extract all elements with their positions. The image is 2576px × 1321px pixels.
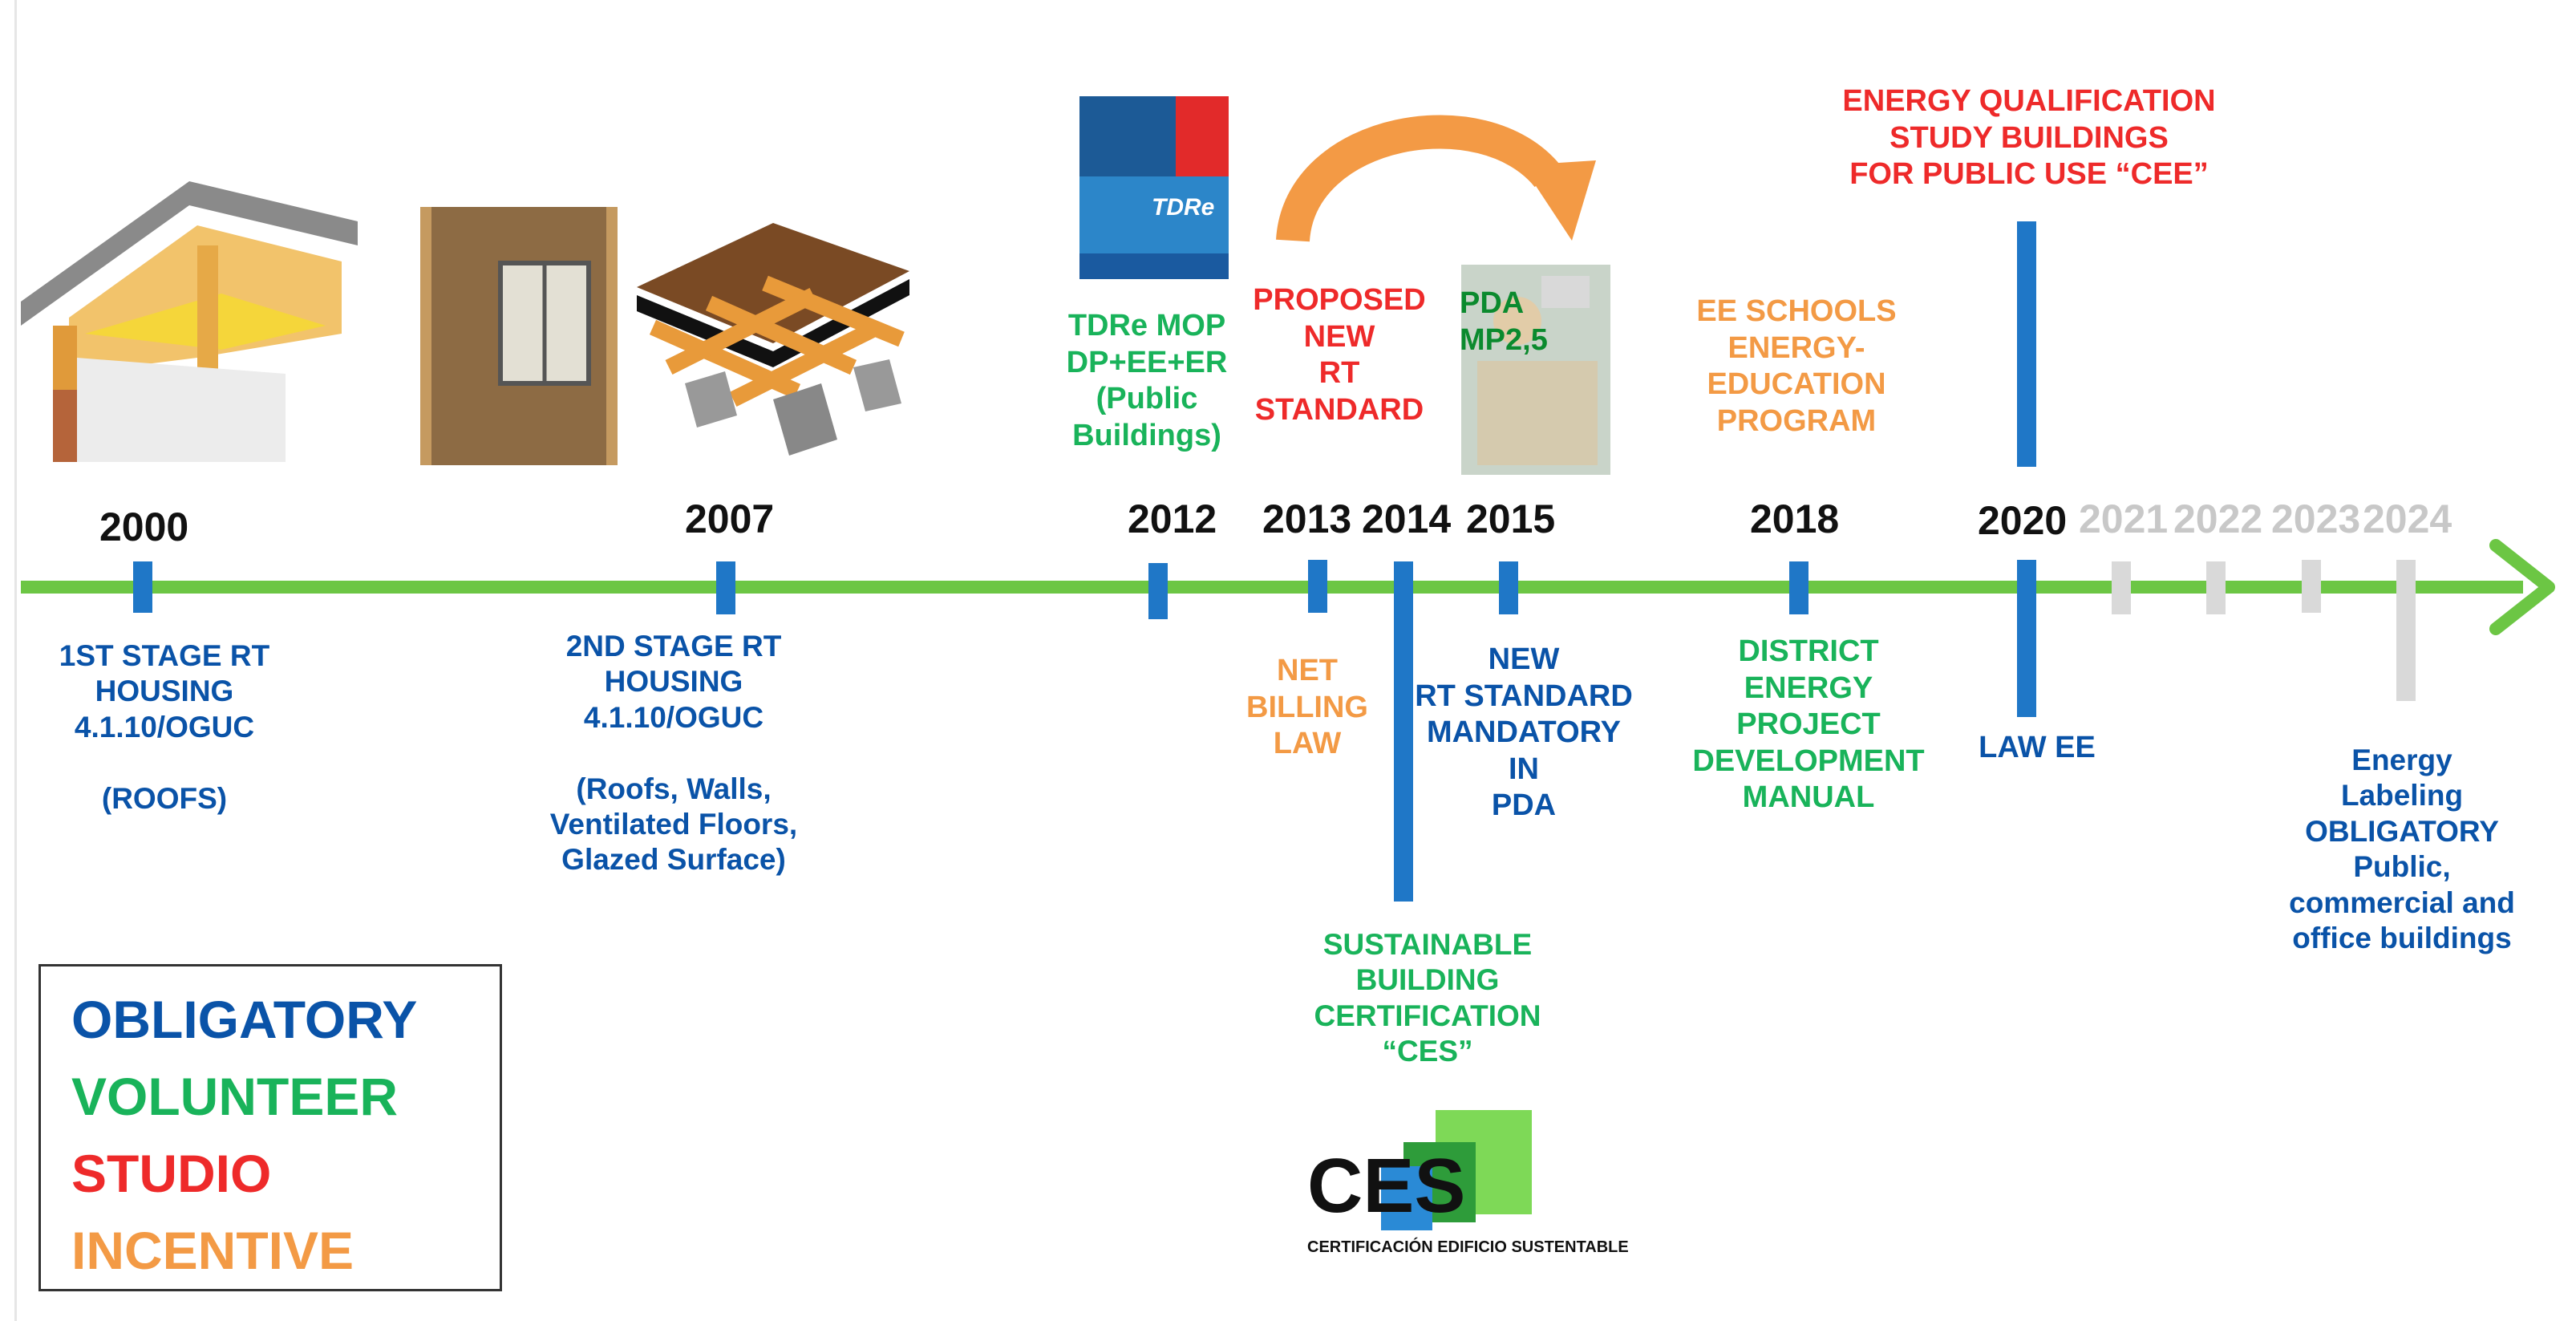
year-2012: 2012 bbox=[1128, 496, 1217, 541]
marker-2024 bbox=[2396, 560, 2416, 701]
roof-structure-image bbox=[21, 181, 358, 462]
event-2nd-stage-rt: 2ND STAGE RT HOUSING 4.1.10/OGUC (Roofs,… bbox=[549, 630, 798, 877]
year-2021: 2021 bbox=[2079, 496, 2169, 541]
year-2014: 2014 bbox=[1362, 496, 1452, 541]
year-2024: 2024 bbox=[2363, 496, 2452, 541]
marker-2012 bbox=[1148, 563, 1168, 619]
orange-arrowhead bbox=[1522, 160, 1596, 241]
event-energy-qualification: ENERGY QUALIFICATION STUDY BUILDINGS FOR… bbox=[1842, 84, 2216, 192]
marker-2020-down bbox=[2017, 560, 2036, 717]
marker-2013 bbox=[1308, 560, 1327, 613]
event-pda: PDA MP2,5 bbox=[1460, 286, 1548, 357]
year-2000: 2000 bbox=[99, 504, 189, 549]
marker-2000 bbox=[133, 561, 152, 613]
event-ee-schools: EE SCHOOLS ENERGY- EDUCATION PROGRAM bbox=[1696, 294, 1897, 438]
left-edge-line bbox=[14, 0, 17, 1321]
pda-document-image bbox=[1461, 265, 1610, 475]
ces-logo: CES CERTIFICACIÓN EDIFICIO SUSTENTABLE bbox=[1307, 1110, 1629, 1267]
legend-incentive: INCENTIVE bbox=[71, 1221, 354, 1280]
year-2007: 2007 bbox=[685, 496, 775, 541]
legend-volunteer: VOLUNTEER bbox=[71, 1067, 399, 1126]
year-2015: 2015 bbox=[1466, 496, 1556, 541]
marker-2022 bbox=[2206, 561, 2226, 614]
marker-2014 bbox=[1394, 561, 1413, 902]
marker-2007 bbox=[716, 561, 735, 614]
year-2013: 2013 bbox=[1262, 496, 1352, 541]
ces-logo-caption: CERTIFICACIÓN EDIFICIO SUSTENTABLE bbox=[1307, 1238, 1629, 1256]
year-2018: 2018 bbox=[1750, 496, 1840, 541]
legend-box: OBLIGATORY VOLUNTEER STUDIO INCENTIVE bbox=[38, 964, 502, 1291]
event-new-rt: NEW RT STANDARD MANDATORY IN PDA bbox=[1415, 642, 1633, 823]
year-2023: 2023 bbox=[2271, 496, 2361, 541]
year-2020: 2020 bbox=[1978, 498, 2068, 543]
timeline-axis bbox=[21, 581, 2523, 594]
event-tdre-mop: TDRe MOP DP+EE+ER (Public Buildings) bbox=[1066, 309, 1228, 452]
marker-2023 bbox=[2302, 560, 2321, 613]
event-net-billing: NET BILLING LAW bbox=[1246, 654, 1368, 761]
event-1st-stage-rt: 1ST STAGE RT HOUSING 4.1.10/OGUC (ROOFS) bbox=[59, 639, 270, 815]
marker-2020-up bbox=[2017, 221, 2036, 467]
marker-2018 bbox=[1789, 561, 1808, 614]
timeline-arrowhead bbox=[2489, 539, 2555, 635]
event-ces: SUSTAINABLE BUILDING CERTIFICATION “CES” bbox=[1314, 928, 1541, 1068]
event-energy-labeling: Energy Labeling OBLIGATORY Public, comme… bbox=[2289, 744, 2515, 954]
marker-2015 bbox=[1499, 561, 1518, 614]
year-2022: 2022 bbox=[2173, 496, 2263, 541]
tdre-booklet-image: TDRe bbox=[1079, 96, 1229, 279]
ventilated-floor-image bbox=[637, 223, 909, 456]
marker-2021 bbox=[2112, 561, 2131, 614]
tdre-booklet-title: TDRe bbox=[1152, 194, 1215, 221]
wall-insulation-image bbox=[420, 207, 618, 465]
orange-curved-arrow bbox=[1276, 115, 1561, 243]
legend-obligatory: OBLIGATORY bbox=[71, 990, 418, 1049]
event-law-ee: LAW EE bbox=[1979, 731, 2096, 764]
event-proposed-rt: PROPOSED NEW RT STANDARD bbox=[1253, 283, 1426, 427]
legend-studio: STUDIO bbox=[71, 1144, 272, 1203]
ces-logo-mark: CES bbox=[1307, 1143, 1466, 1229]
event-district-energy: DISTRICT ENERGY PROJECT DEVELOPMENT MANU… bbox=[1692, 634, 1925, 815]
